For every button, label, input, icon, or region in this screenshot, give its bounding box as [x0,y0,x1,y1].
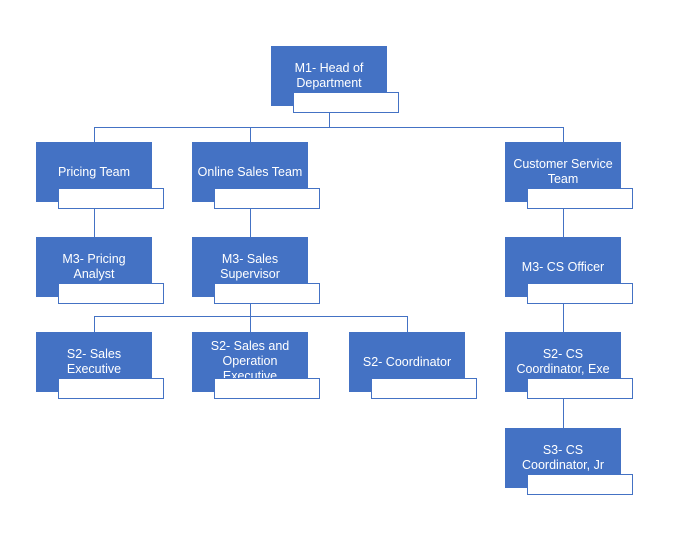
node-title-box [58,283,164,304]
node-title-box [527,283,633,304]
node-s2-sales-operation-executive: S2- Sales and Operation Executive [192,332,320,399]
node-title-box [527,378,633,399]
node-title-box [58,188,164,209]
node-s2-sales-executive: S2- Sales Executive [36,332,164,399]
node-s2-cs-coordinator-exe: S2- CS Coordinator, Exe [505,332,633,399]
node-m3-cs-officer: M3- CS Officer [505,237,633,304]
node-s2-coordinator: S2- Coordinator [349,332,477,399]
node-m3-sales-supervisor: M3- Sales Supervisor [192,237,320,304]
node-title-box [371,378,477,399]
node-title-box [527,188,633,209]
node-customer-service-team: Customer Service Team [505,142,633,209]
node-title-box [293,92,399,113]
node-title-box [527,474,633,495]
node-m1-head-of-department: M1- Head of Department [271,46,399,113]
node-title-box [58,378,164,399]
node-title-box [214,188,320,209]
node-m3-pricing-analyst: M3- Pricing Analyst [36,237,164,304]
node-s3-cs-coordinator-jr: S3- CS Coordinator, Jr [505,428,633,495]
node-online-sales-team: Online Sales Team [192,142,320,209]
node-pricing-team: Pricing Team [36,142,164,209]
node-title-box [214,283,320,304]
node-title-box [214,378,320,399]
